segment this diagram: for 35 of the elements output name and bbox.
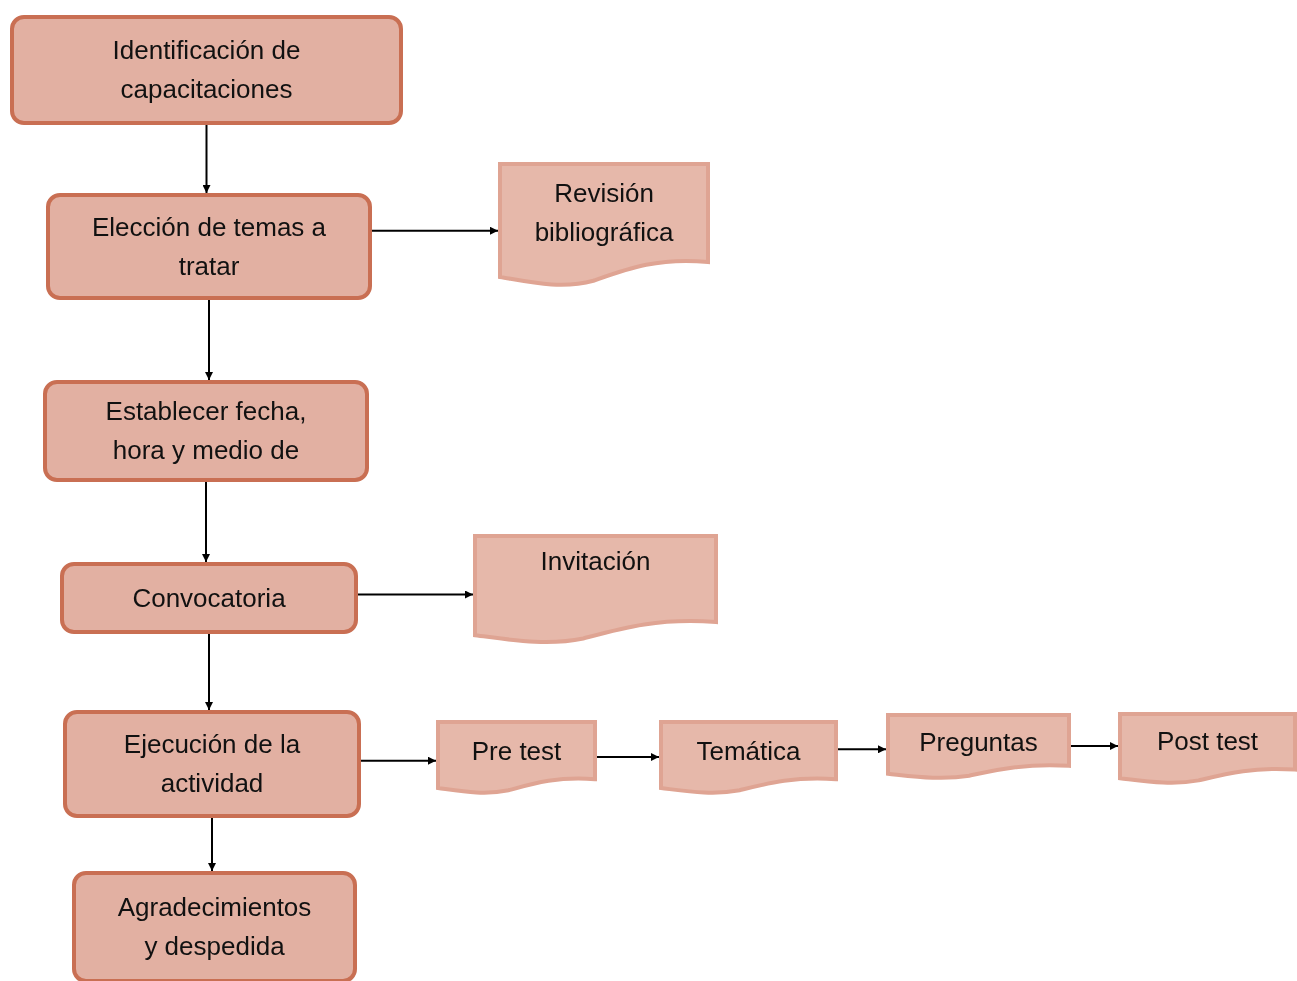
arrow: [360, 756, 437, 765]
process-box: [10, 15, 403, 125]
node-label: Agradecimientos y despedida: [116, 891, 313, 963]
arrow: [205, 299, 213, 381]
node-label: Elección de temas a tratar: [90, 210, 328, 283]
node-label: Identificación de capacitaciones: [111, 34, 302, 106]
arrow: [1070, 742, 1119, 750]
arrow: [202, 481, 210, 563]
process-box: [46, 193, 372, 300]
arrow: [357, 590, 474, 599]
process-box: [60, 562, 358, 634]
document-shape: [886, 713, 1071, 779]
document-shape: [473, 534, 718, 644]
process-box: [72, 871, 357, 981]
arrow: [371, 226, 499, 235]
node-label: Post test: [1155, 725, 1260, 758]
node-label: Pre test: [470, 735, 563, 768]
node-label: Invitación: [539, 545, 652, 578]
arrow: [205, 633, 213, 711]
node-label: Ejecución de la actividad: [122, 728, 302, 800]
document-shape: [436, 720, 597, 794]
node-label: Preguntas: [918, 726, 1039, 759]
node-label: Revisión bibliográfica: [533, 177, 675, 249]
node-label: Temática: [695, 735, 802, 768]
node-label: Establecer fecha, hora y medio de: [104, 395, 308, 467]
document-shape: [498, 162, 710, 287]
node-label: Convocatoria: [131, 581, 287, 615]
document-shape: [1118, 712, 1297, 784]
process-box: [43, 380, 369, 482]
arrow: [596, 753, 660, 761]
document-shape: [659, 720, 838, 794]
arrow: [202, 124, 211, 194]
arrow: [837, 745, 887, 754]
arrow: [208, 817, 216, 872]
process-box: [63, 710, 361, 818]
